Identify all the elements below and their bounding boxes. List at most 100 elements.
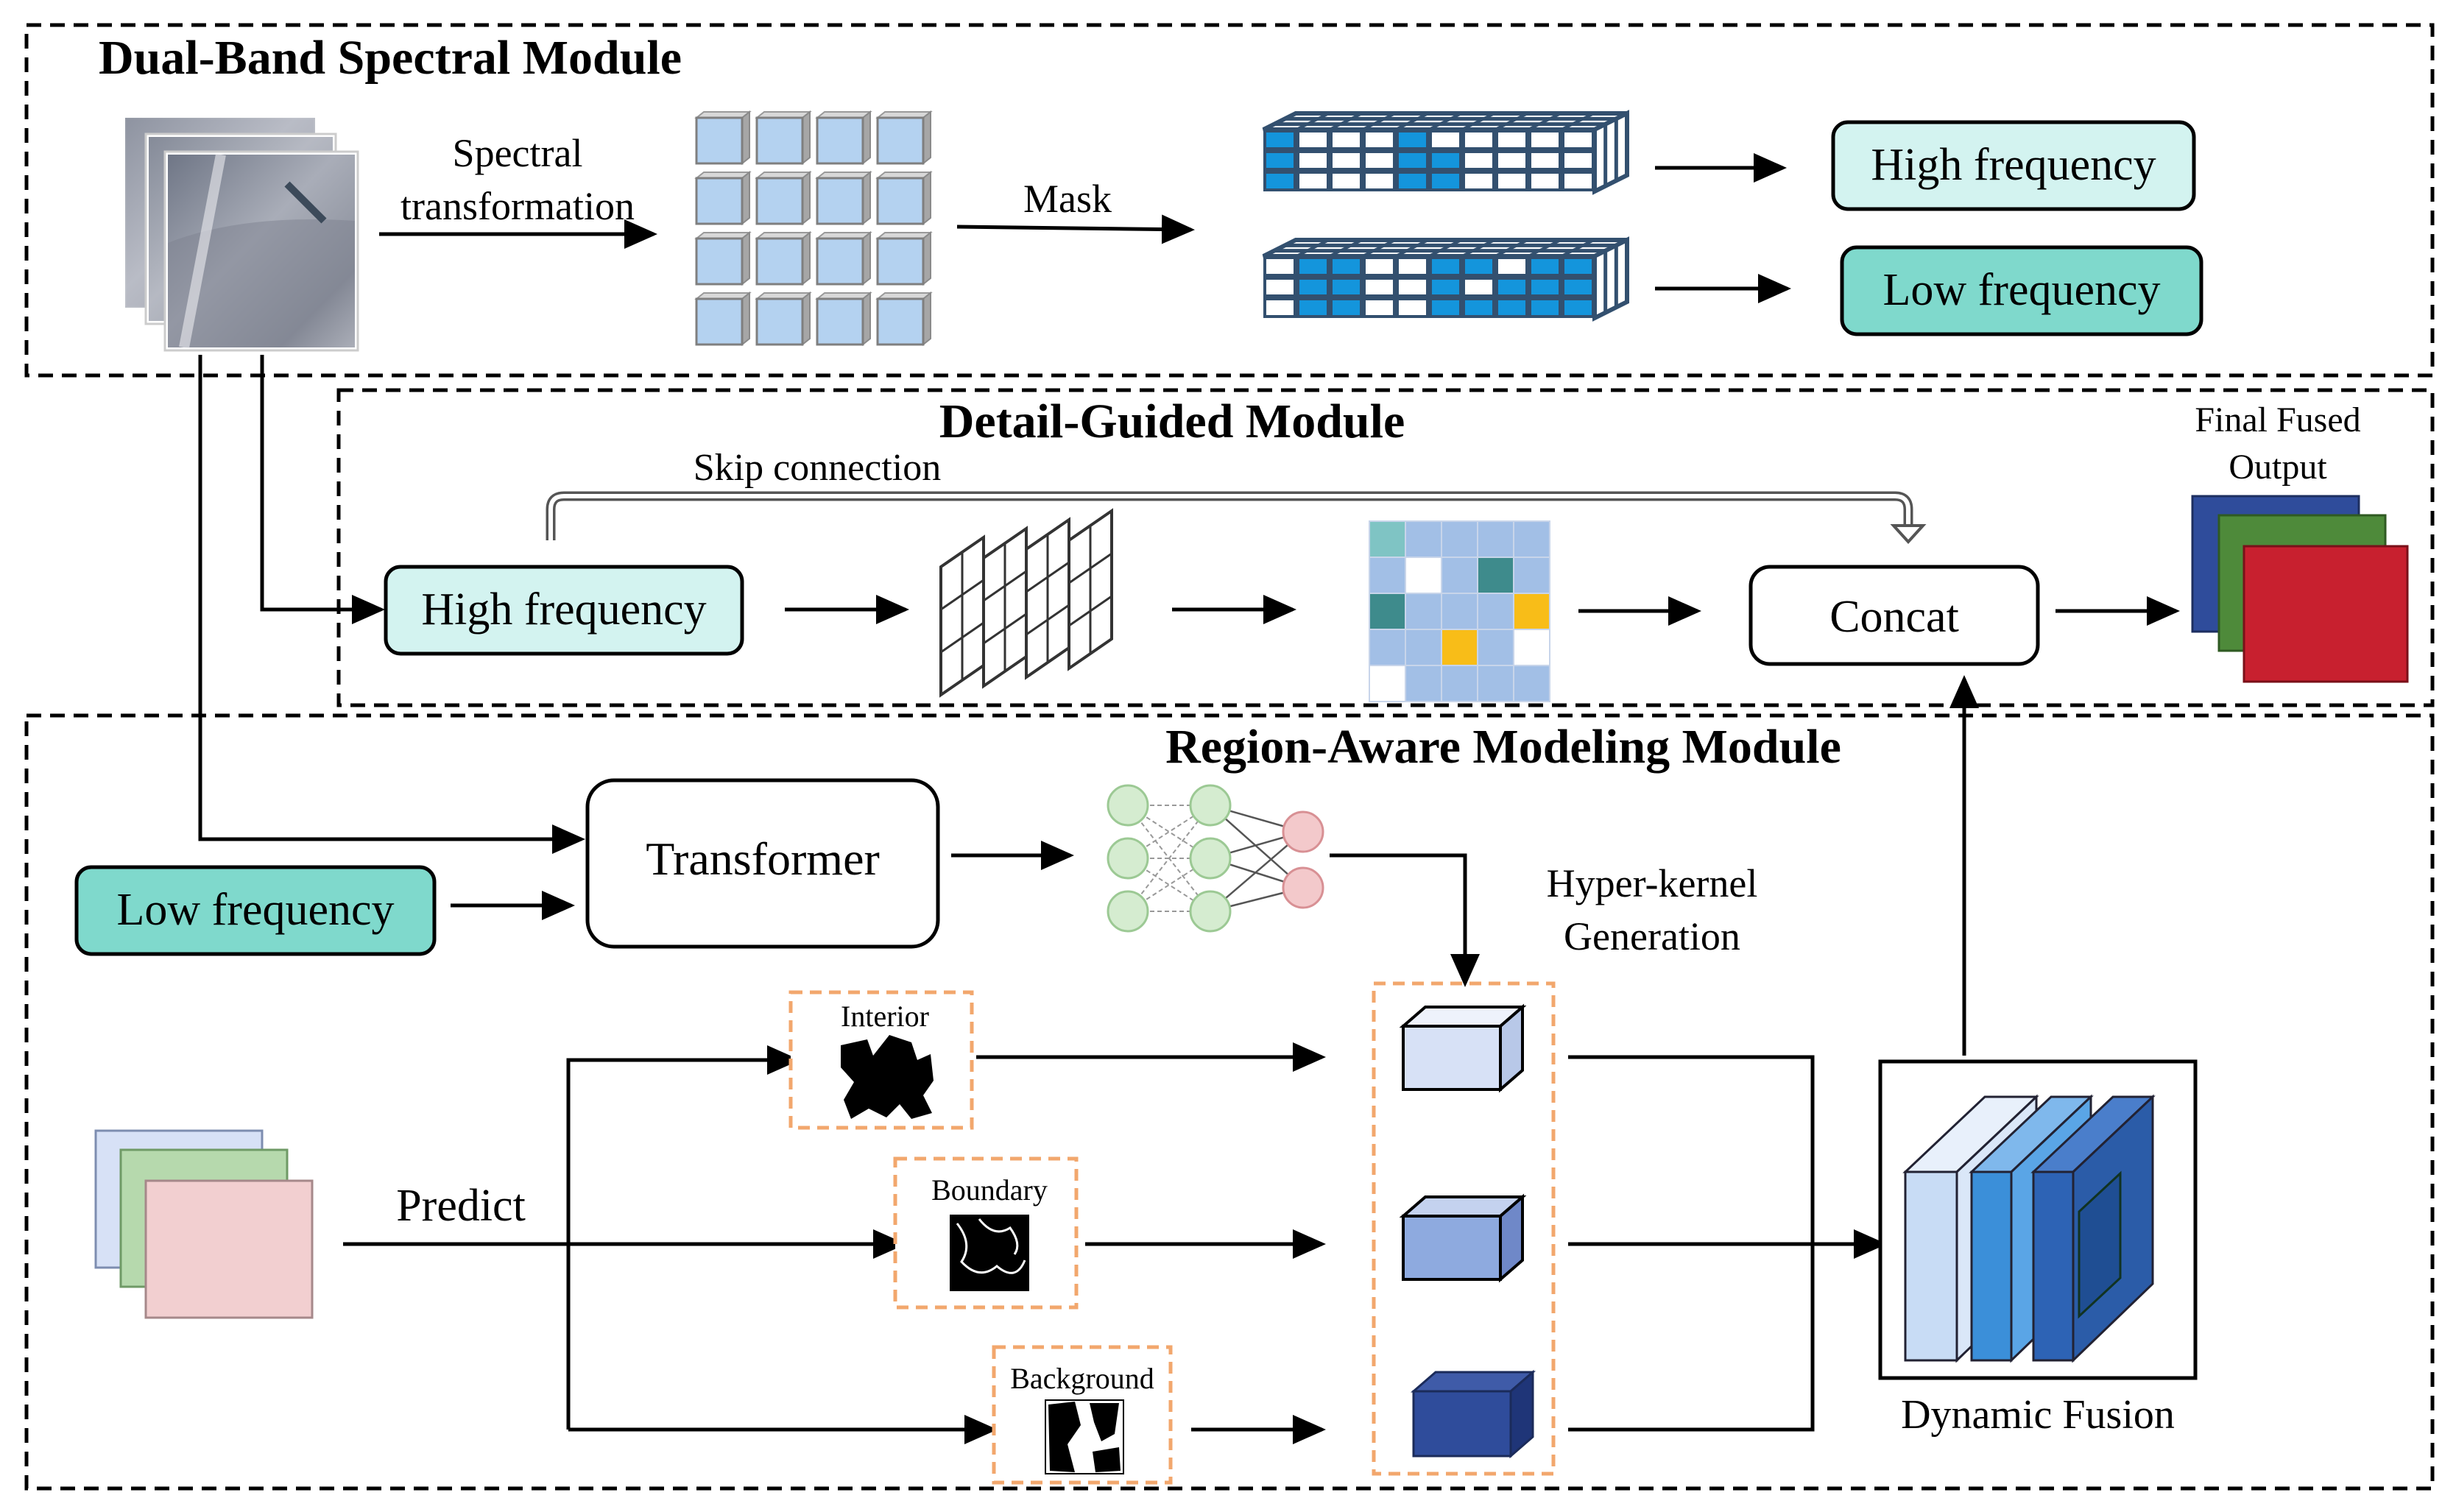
mlp-output-node	[1282, 866, 1324, 909]
interior-label: Interior	[841, 1000, 929, 1033]
heatmap-cell	[1513, 520, 1550, 558]
mlp-network	[1107, 784, 1324, 933]
heatmap-cell	[1405, 629, 1442, 666]
heatmap-cell	[1405, 520, 1442, 558]
boundary-region-box: Boundary	[893, 1156, 1079, 1310]
final-output-label-line1: Final Fused	[2195, 400, 2360, 439]
predict-label: Predict	[396, 1181, 526, 1231]
prediction-map-stack	[94, 1129, 314, 1319]
spectral-cell	[815, 291, 872, 347]
heatmap-cell	[1369, 665, 1406, 702]
detail-plane	[1068, 508, 1113, 671]
region-aware-title: Region-Aware Modeling Module	[1165, 720, 1841, 774]
skip-connection-label: Skip connection	[694, 447, 942, 489]
spectral-cell	[875, 291, 933, 347]
high-frequency-label-mid: High frequency	[421, 584, 706, 635]
heatmap-cell	[1405, 593, 1442, 630]
spectral-cell	[875, 170, 933, 226]
region-aware-module-boundary	[24, 713, 2435, 1491]
spectral-cell	[694, 110, 752, 166]
heatmap-cell	[1441, 593, 1478, 630]
input-to-high-frequency-connector	[260, 355, 385, 624]
heatmap-cell	[1369, 520, 1406, 558]
low-frequency-box-bottom: Low frequency	[74, 865, 437, 956]
detail-plane	[939, 534, 985, 698]
spectral-cell	[875, 110, 933, 166]
skip-connection-arrow	[546, 491, 1913, 540]
low-frequency-box-top: Low frequency	[1840, 245, 2203, 336]
final-output-label-line2: Output	[2229, 448, 2327, 487]
mask-arrow	[956, 214, 1195, 244]
heatmap-cell	[1441, 557, 1478, 594]
spectral-cell-grid	[694, 110, 933, 347]
heatmap-cell	[1477, 557, 1514, 594]
heatmap-cell	[1369, 557, 1406, 594]
predict-to-interior-connector	[566, 1045, 800, 1430]
high-frequency-box-mid: High frequency	[384, 565, 744, 656]
input-to-transformer-connector	[198, 355, 585, 854]
detail-guided-module-boundary	[336, 388, 2435, 707]
spectral-cell	[755, 110, 812, 166]
mlp-to-hyperkernel-arrow	[1330, 853, 1480, 987]
heatmap-cell	[1513, 593, 1550, 630]
background-region-box: Background	[992, 1345, 1173, 1485]
hyper-kernel-label-line1: Hyper-kernel	[1547, 861, 1758, 905]
spectral-cell	[694, 230, 752, 286]
transformer-box: Transformer	[585, 778, 940, 949]
mlp-hidden-node	[1189, 784, 1232, 827]
interior-region-box: Interior	[788, 990, 974, 1130]
spectral-cell	[815, 170, 872, 226]
concat-label: Concat	[1829, 592, 1959, 642]
dual-band-title: Dual-Band Spectral Module	[99, 31, 682, 85]
low-frequency-label-top: Low frequency	[1883, 265, 2161, 315]
boundary-kernel-cube	[1399, 1193, 1527, 1283]
spectral-cell	[815, 110, 872, 166]
boundary-label: Boundary	[931, 1173, 1048, 1207]
interior-mask-icon	[841, 1035, 934, 1119]
heatmap-cell	[1441, 520, 1478, 558]
masked-spectrum-blocks	[1262, 110, 1629, 322]
input-image-stack	[124, 116, 359, 352]
spectral-label-line2: transformation	[400, 184, 635, 228]
high-frequency-label-top: High frequency	[1871, 140, 2156, 190]
heatmap-cell	[1513, 629, 1550, 666]
mask-label: Mask	[1023, 177, 1112, 221]
dynamic-fusion-box	[1878, 1059, 2198, 1380]
spectral-label-line1: Spectral	[453, 131, 583, 175]
background-kernel-cube	[1410, 1369, 1536, 1459]
heatmap-cell	[1369, 629, 1406, 666]
mlp-hidden-node	[1107, 784, 1149, 827]
heatmap-cell	[1405, 557, 1442, 594]
detail-feature-planes	[939, 508, 1113, 698]
detail-plane	[1025, 517, 1070, 680]
spectral-cell	[755, 230, 812, 286]
low-frequency-label-bottom: Low frequency	[117, 885, 395, 935]
mlp-hidden-node	[1107, 890, 1149, 933]
dynamic-fusion-label: Dynamic Fusion	[1901, 1392, 2175, 1438]
spectral-cell	[875, 230, 933, 286]
transformer-label: Transformer	[646, 833, 880, 885]
spectral-cell	[815, 230, 872, 286]
hyper-kernel-label-line2: Generation	[1564, 914, 1740, 958]
high-frequency-box-top: High frequency	[1831, 120, 2196, 211]
heatmap-cell	[1513, 665, 1550, 702]
mlp-hidden-node	[1189, 890, 1232, 933]
heatmap-cell	[1405, 665, 1442, 702]
detail-guided-title: Detail-Guided Module	[939, 395, 1405, 448]
masked-spectrum-block	[1262, 110, 1629, 195]
hyper-kernel-container	[1372, 981, 1556, 1476]
final-fused-output-stack	[2191, 495, 2409, 683]
mlp-hidden-node	[1107, 837, 1149, 880]
spectral-cell	[694, 170, 752, 226]
spectral-cell	[694, 291, 752, 347]
heatmap-cell	[1477, 629, 1514, 666]
heatmap-cell	[1441, 665, 1478, 702]
background-label: Background	[1010, 1362, 1154, 1395]
heatmap-cell	[1369, 593, 1406, 630]
spectral-cell	[755, 291, 812, 347]
spectral-cell	[755, 170, 812, 226]
heatmap-cell	[1513, 557, 1550, 594]
heatmap-cell	[1477, 593, 1514, 630]
detail-plane	[982, 526, 1028, 689]
mlp-output-node	[1282, 810, 1324, 853]
